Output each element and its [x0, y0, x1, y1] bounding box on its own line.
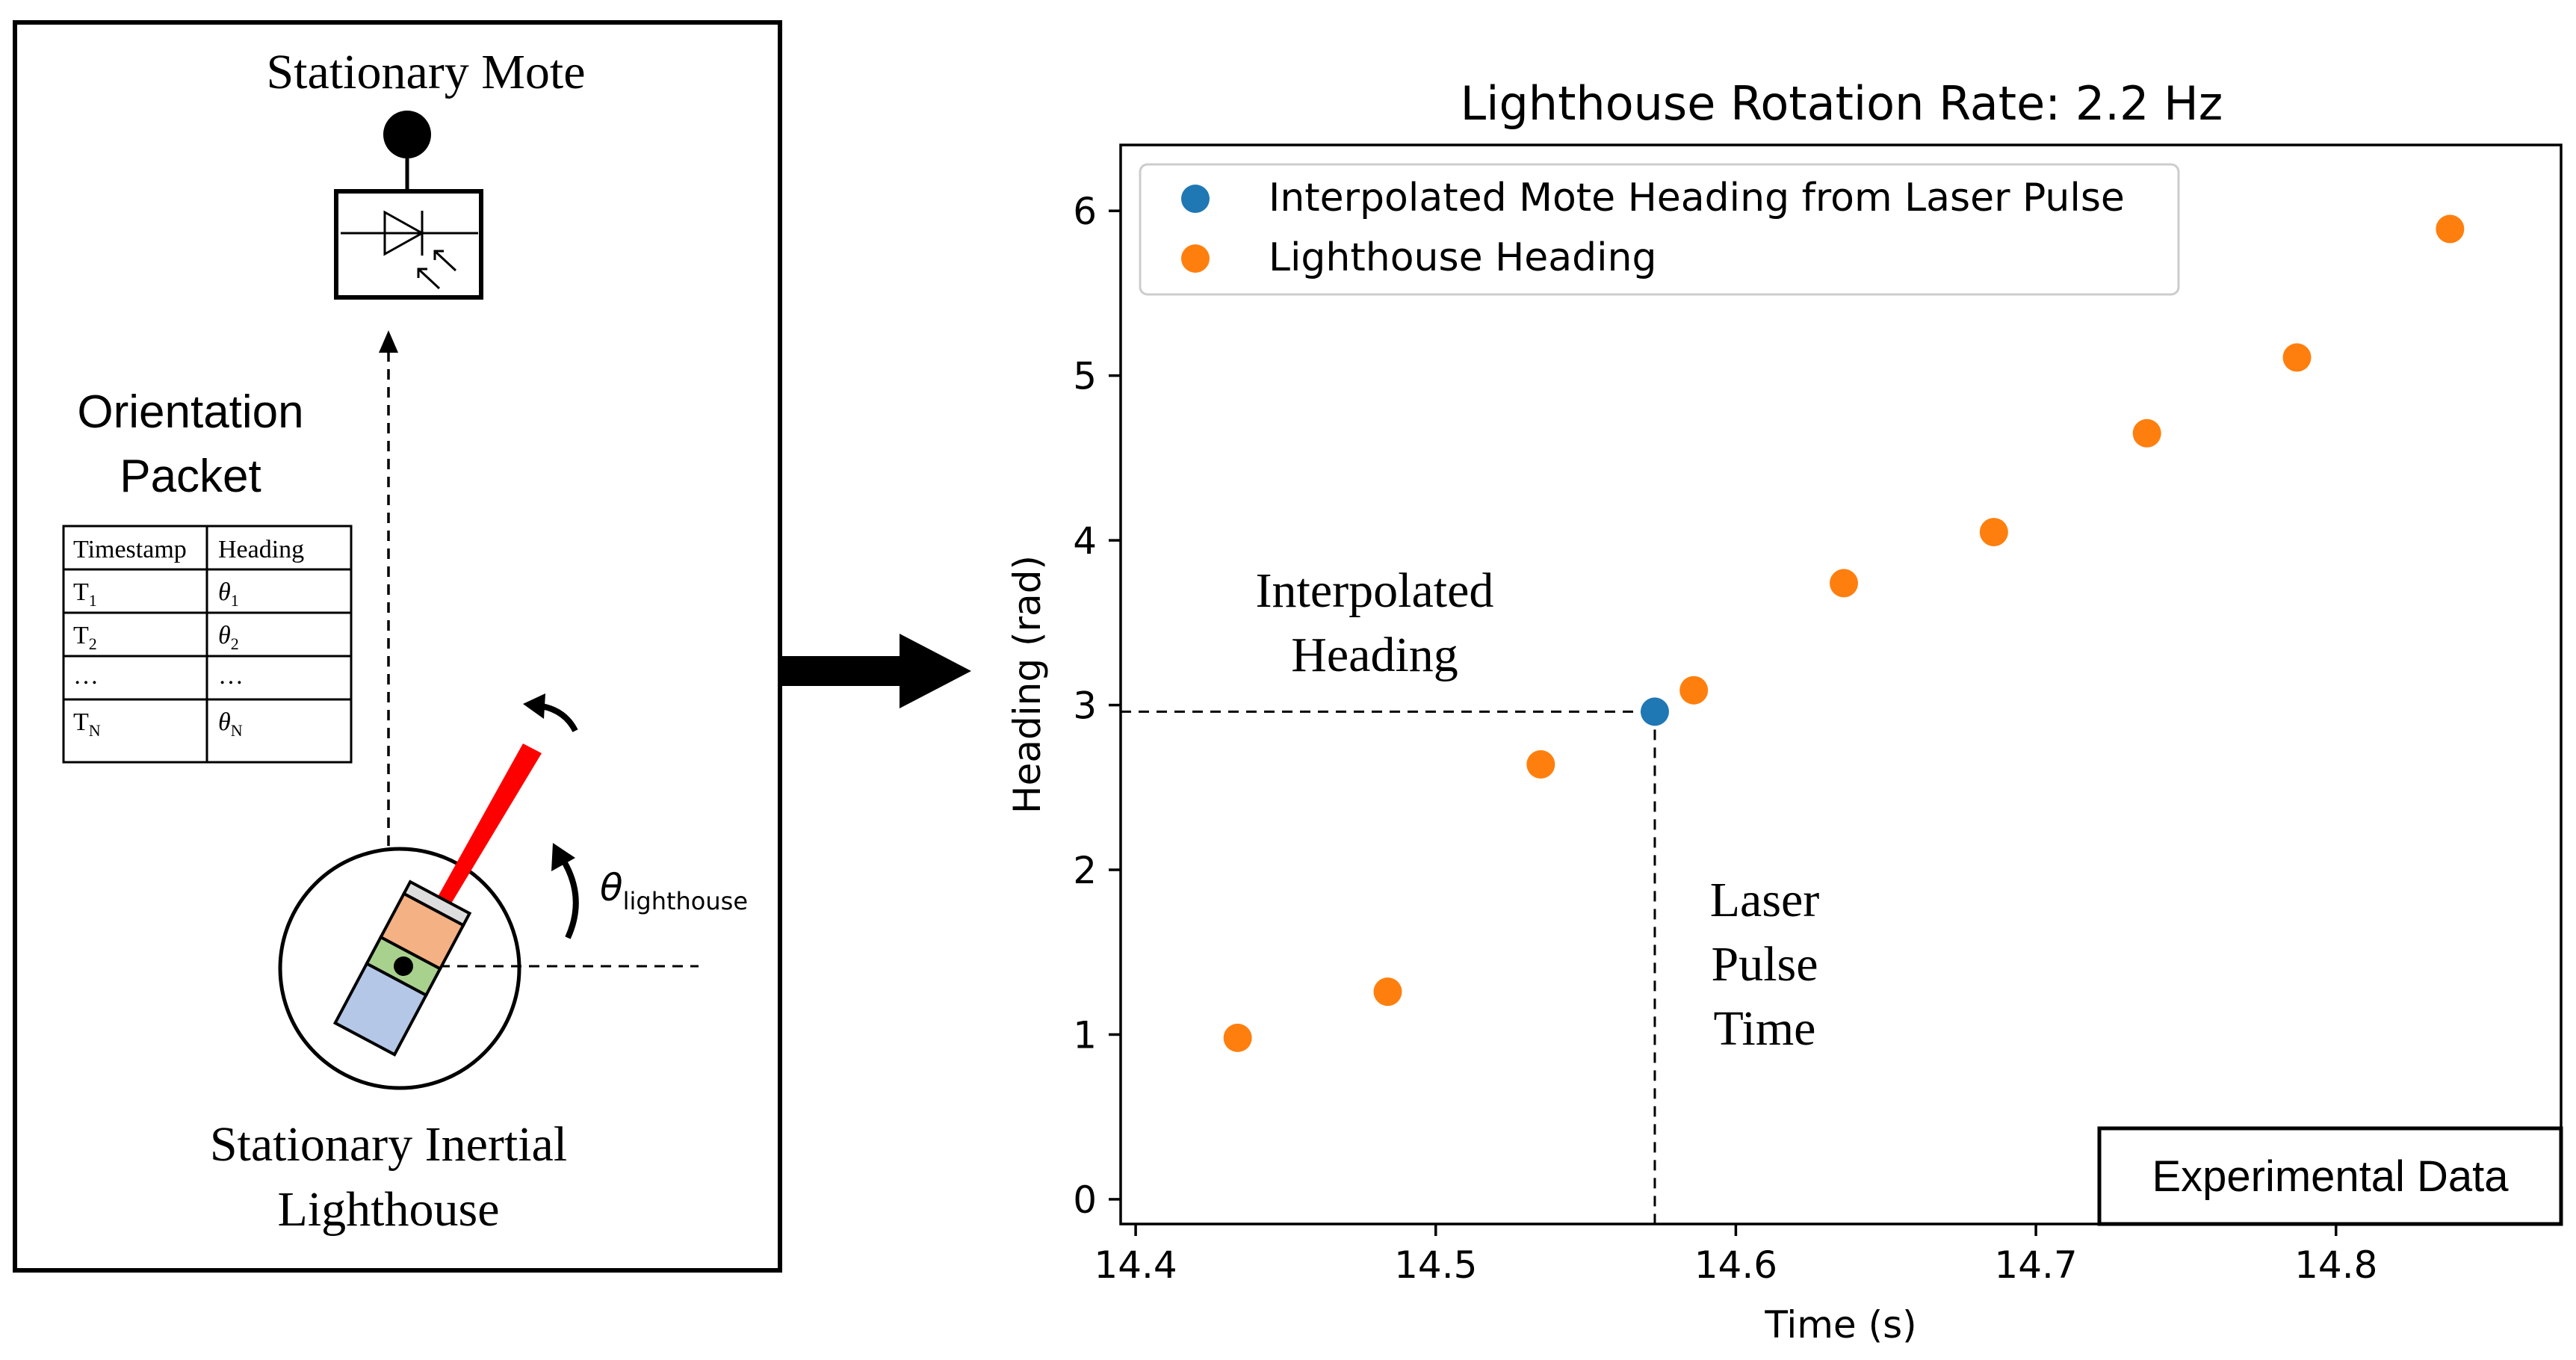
plot-area: [1119, 143, 2563, 1225]
y-tick-label: 4: [1073, 519, 1097, 563]
mote-title: Stationary Mote: [266, 45, 585, 99]
y-axis-label: Heading (rad): [1006, 555, 1049, 814]
arrow-head-up: [379, 330, 398, 353]
packet-title-line1: Orientation: [77, 386, 303, 438]
legend-marker-mote: [1181, 185, 1210, 213]
experimental-data-box: Experimental Data: [2097, 1126, 2563, 1226]
laser-label-line3: Time: [1714, 1001, 1816, 1056]
mote-icon: [334, 111, 483, 300]
y-tick-label: 0: [1073, 1178, 1097, 1222]
rotation-arrow-theta: [559, 856, 579, 939]
y-tick-label: 2: [1073, 849, 1097, 892]
laser-label-line1: Laser: [1710, 873, 1820, 927]
transition-arrow: [781, 634, 971, 708]
lighthouse-heading-point: [1526, 749, 1555, 779]
legend: Interpolated Mote Heading from Laser Pul…: [1139, 163, 2180, 296]
lighthouse-device: [278, 744, 699, 1090]
chart-title: Lighthouse Rotation Rate: 2.2 Hz: [1461, 76, 2223, 131]
table-cell: θN: [218, 708, 243, 740]
lighthouse-heading-point: [1979, 518, 2008, 547]
y-tick-label: 1: [1073, 1013, 1097, 1057]
table-cell: θ2: [218, 622, 239, 653]
interpolated-heading-line2: Heading: [1291, 628, 1458, 682]
x-tick-label: 14.5: [1394, 1243, 1477, 1287]
y-tick-label: 5: [1073, 355, 1097, 398]
lighthouse-heading-point: [1223, 1023, 1252, 1052]
table-header-heading: Heading: [218, 536, 304, 563]
table-cell: T1: [73, 578, 97, 610]
mote-heading-point: [1640, 697, 1669, 726]
lighthouse-heading-point: [1373, 977, 1402, 1007]
lighthouse-heading-point: [2436, 214, 2465, 244]
lighthouse-heading-point: [1830, 569, 1859, 598]
y-tick-label: 3: [1073, 684, 1097, 728]
experimental-data-label: Experimental Data: [2152, 1152, 2509, 1201]
orientation-table: Timestamp Heading T1 θ1 T2 θ2 … … TN θN: [62, 525, 353, 764]
x-tick-label: 14.6: [1694, 1243, 1777, 1287]
lighthouse-heading-point: [2132, 418, 2161, 448]
x-tick-label: 14.7: [1994, 1243, 2077, 1287]
x-tick-label: 14.4: [1094, 1243, 1177, 1287]
arrow-head: [523, 693, 545, 719]
packet-title-line2: Packet: [120, 451, 261, 502]
y-tick-label: 6: [1073, 190, 1097, 233]
laser-beam: [438, 744, 542, 903]
table-header-timestamp: Timestamp: [73, 536, 187, 563]
chart: Lighthouse Rotation Rate: 2.2 Hz 14.4 14.…: [1006, 76, 2563, 1347]
lighthouse-title-line1: Stationary Inertial: [210, 1117, 567, 1172]
x-axis-label: Time (s): [1764, 1303, 1916, 1347]
table-cell: …: [218, 662, 244, 690]
laser-label-line2: Pulse: [1711, 937, 1818, 992]
lighthouse-heading-point: [1679, 676, 1709, 705]
table-cell: …: [73, 662, 99, 690]
theta-lighthouse-label: θlighthouse: [600, 866, 748, 915]
legend-label-mote: Interpolated Mote Heading from Laser Pul…: [1269, 176, 2125, 220]
lighthouse-heading-point: [2282, 343, 2312, 372]
arrow-head: [551, 843, 575, 871]
legend-marker-lighthouse: [1181, 244, 1210, 273]
legend-label-lighthouse: Lighthouse Heading: [1269, 235, 1657, 280]
left-panel-frame: [13, 20, 782, 1273]
lighthouse-title-line2: Lighthouse: [278, 1182, 500, 1237]
table-cell: θ1: [218, 578, 239, 610]
x-tick-label: 14.8: [2294, 1243, 2377, 1287]
table-cell: TN: [73, 708, 101, 740]
interpolated-heading-line1: Interpolated: [1256, 563, 1494, 618]
table-cell: T2: [73, 622, 97, 653]
